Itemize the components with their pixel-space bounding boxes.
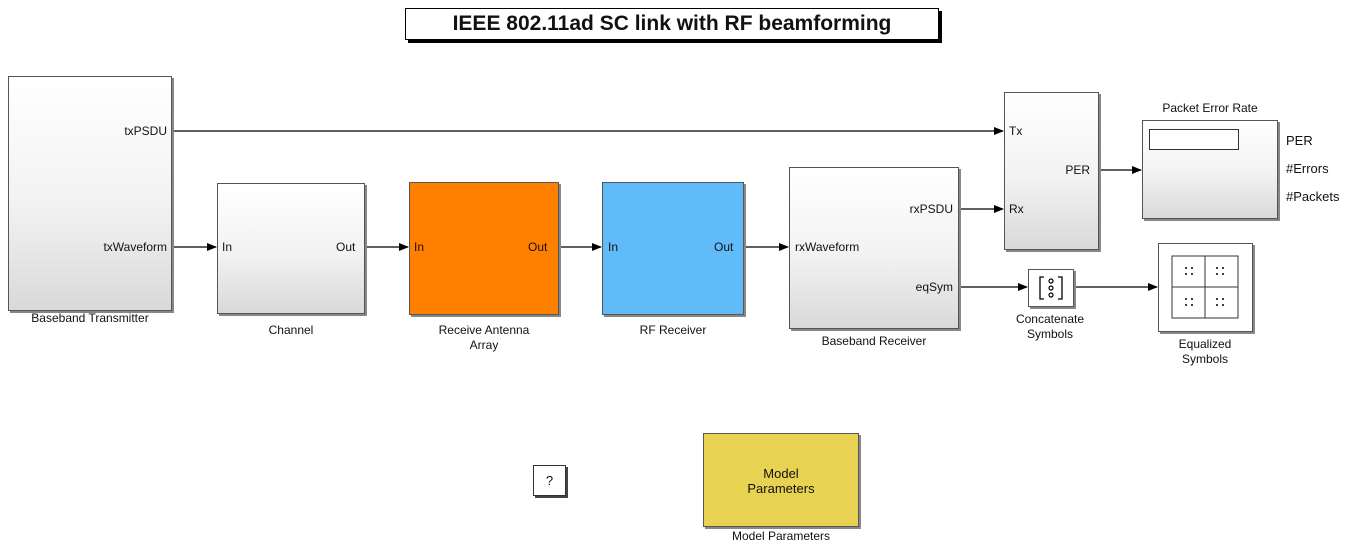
rxpsdu-port-label: rxPSDU bbox=[909, 202, 953, 216]
rf-receiver-caption: RF Receiver bbox=[639, 323, 707, 337]
rx-in-port: Rx bbox=[1009, 202, 1024, 216]
per-out-port: PER bbox=[1065, 163, 1090, 177]
per-display-block[interactable] bbox=[1142, 120, 1278, 219]
constellation-icon bbox=[1171, 255, 1239, 319]
per-display-screen bbox=[1149, 129, 1239, 150]
rf-out-port: Out bbox=[714, 240, 734, 254]
antenna-caption-line2: Array bbox=[469, 338, 499, 352]
per-calculator-block[interactable] bbox=[1004, 92, 1099, 250]
channel-block[interactable] bbox=[217, 183, 365, 314]
concatenate-block[interactable] bbox=[1028, 269, 1074, 307]
model-parameters-block[interactable]: Model Parameters bbox=[703, 433, 859, 527]
baseband-transmitter-caption: Baseband Transmitter bbox=[31, 311, 149, 325]
concatenate-caption-line1: Concatenate bbox=[1015, 312, 1085, 326]
concatenate-caption-line2: Symbols bbox=[1026, 327, 1073, 341]
help-icon: ? bbox=[545, 473, 554, 488]
baseband-receiver-block[interactable] bbox=[789, 167, 959, 329]
constellation-caption-line2: Symbols bbox=[1181, 352, 1228, 366]
per-label: PER bbox=[1286, 133, 1313, 148]
model-parameters-text-line1: Model bbox=[763, 466, 799, 481]
receive-antenna-array-block[interactable] bbox=[409, 182, 559, 315]
rf-in-port: In bbox=[608, 240, 619, 254]
diagram-title: IEEE 802.11ad SC link with RF beamformin… bbox=[405, 8, 939, 40]
tx-in-port: Tx bbox=[1009, 124, 1023, 138]
baseband-transmitter-block[interactable] bbox=[8, 76, 172, 311]
channel-in-port: In bbox=[222, 240, 233, 254]
constellation-caption-line1: Equalized bbox=[1178, 337, 1232, 351]
rf-receiver-block[interactable] bbox=[602, 182, 744, 315]
model-parameters-text-line2: Parameters bbox=[747, 481, 815, 496]
model-parameters-caption: Model Parameters bbox=[731, 529, 831, 543]
channel-caption: Channel bbox=[268, 323, 314, 337]
per-display-caption: Packet Error Rate bbox=[1162, 101, 1258, 115]
antenna-out-port: Out bbox=[528, 240, 548, 254]
antenna-in-port: In bbox=[414, 240, 425, 254]
antenna-caption-line1: Receive Antenna bbox=[438, 323, 530, 337]
txwaveform-port-label: txWaveform bbox=[103, 240, 167, 254]
baseband-receiver-caption: Baseband Receiver bbox=[821, 334, 927, 348]
rxwaveform-port-label: rxWaveform bbox=[795, 240, 860, 254]
help-block[interactable]: ? bbox=[533, 465, 566, 496]
constellation-block[interactable] bbox=[1158, 243, 1253, 332]
errors-label: #Errors bbox=[1286, 161, 1329, 176]
eqsym-port-label: eqSym bbox=[915, 280, 953, 294]
txpsdu-port-label: txPSDU bbox=[124, 124, 167, 138]
channel-out-port: Out bbox=[336, 240, 356, 254]
concatenate-icon bbox=[1039, 276, 1063, 300]
packets-label: #Packets bbox=[1286, 189, 1340, 204]
